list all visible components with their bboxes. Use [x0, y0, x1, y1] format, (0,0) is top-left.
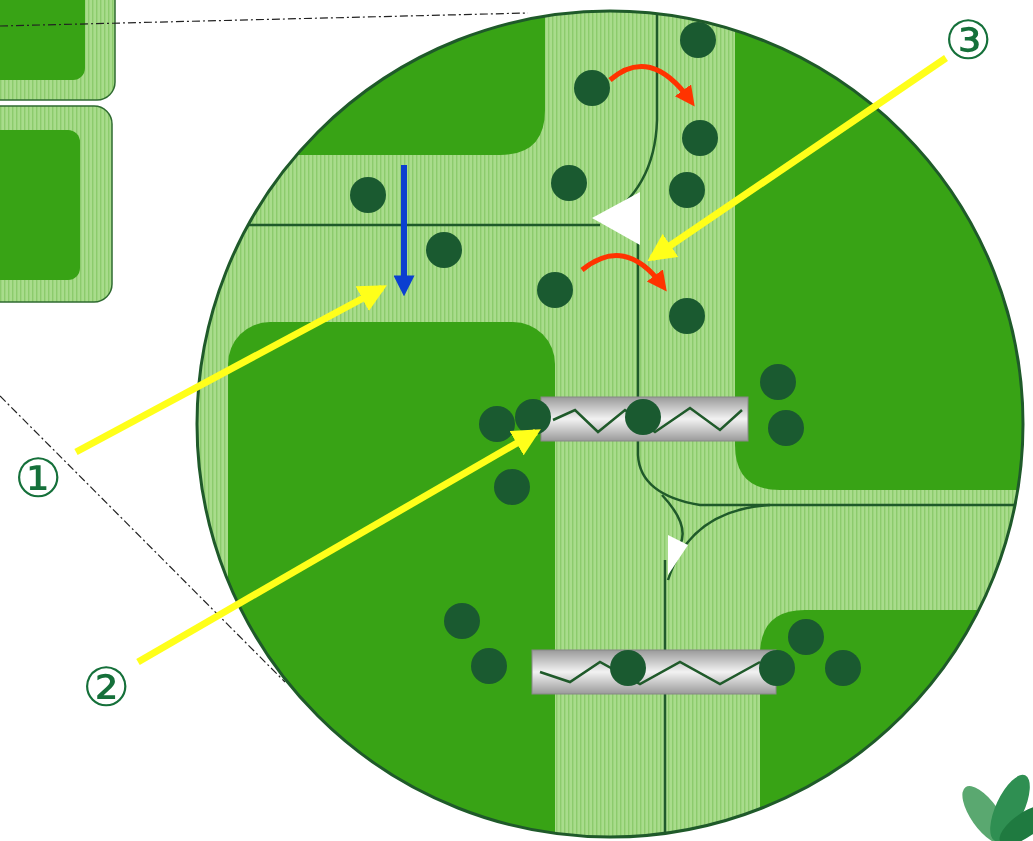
leader-lines [76, 58, 946, 662]
leaf-icon [954, 769, 1033, 841]
outer-fields [0, 0, 115, 302]
callout-number: ① [14, 452, 62, 506]
callout-number: ③ [944, 14, 992, 68]
zoom-circle [150, 0, 1033, 841]
trees [350, 22, 861, 686]
callout-number: ② [82, 661, 130, 715]
culvert [532, 397, 776, 694]
